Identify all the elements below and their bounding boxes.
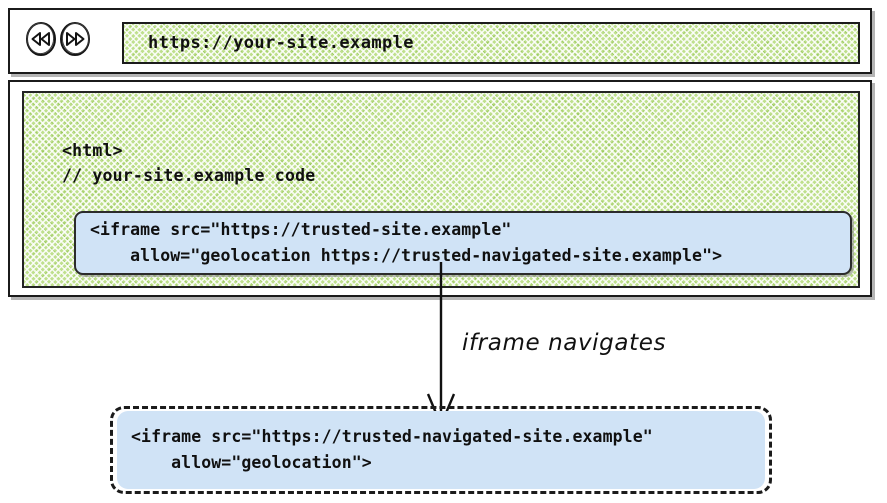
back-button[interactable] [24,20,58,58]
iframe-code-text: <iframe src="https://trusted-site.exampl… [90,220,723,265]
browser-chrome: https://your-site.example [8,8,872,74]
navigated-iframe-code-text: <iframe src="https://trusted-navigated-s… [131,427,653,472]
navigated-iframe-dashed-outline [110,406,772,494]
fast-forward-icon [60,22,90,56]
page-content-area: <html> // your-site.example code <iframe… [22,91,860,288]
url-bar[interactable]: https://your-site.example [122,22,860,64]
iframe-code-block: <iframe src="https://trusted-site.exampl… [74,211,852,275]
forward-button[interactable] [58,20,92,58]
document-code-text: <html> // your-site.example code [62,140,316,186]
url-text[interactable]: https://your-site.example [148,33,414,53]
arrow-annotation-label: iframe navigates [462,330,667,356]
page-frame: <html> // your-site.example code <iframe… [8,80,872,297]
navigation-buttons [24,20,92,58]
rewind-back-icon [26,22,56,56]
navigated-iframe-code-block: <iframe src="https://trusted-navigated-s… [117,411,765,489]
